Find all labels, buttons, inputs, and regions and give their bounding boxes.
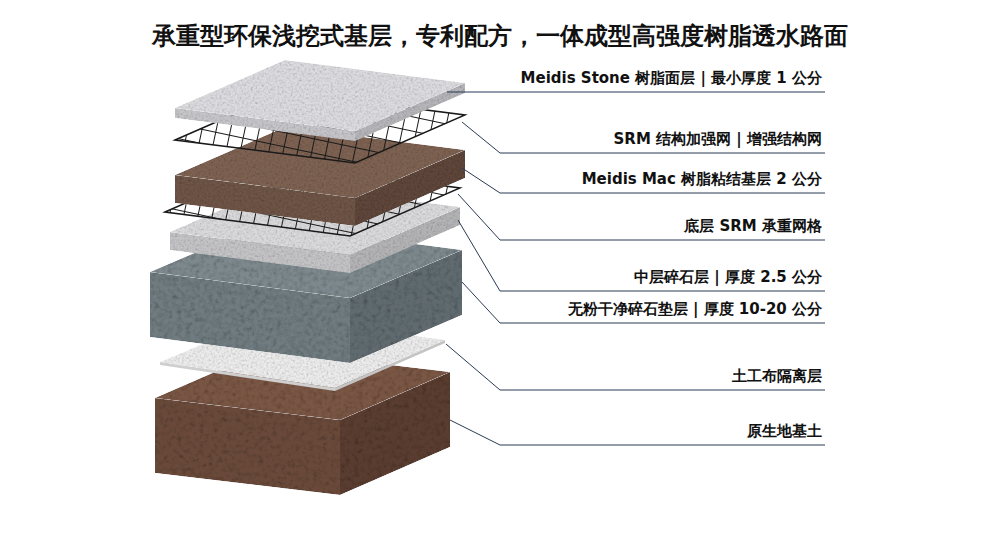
layer-label: 中层碎石层 | 厚度 2.5 公分 [634, 268, 822, 287]
layer-label: 底层 SRM 承重网格 [684, 217, 822, 236]
leader-line [458, 194, 825, 240]
leader-line [447, 92, 825, 93]
layer-label: 土工布隔离层 [732, 367, 822, 386]
diagram-title: 承重型环保浅挖式基层，专利配方，一体成型高强度树脂透水路面 [0, 20, 1000, 52]
leader-line [462, 122, 825, 153]
layer-label: 无粉干净碎石垫层 | 厚度 10-20 公分 [568, 300, 822, 319]
layer-label: Meidis Mac 树脂粘结基层 2 公分 [582, 170, 822, 189]
leader-line [450, 420, 825, 445]
leader-line [462, 168, 825, 193]
resin-surface-layer [175, 60, 465, 141]
layer-label: Meidis Stone 树脂面层 | 最小厚度 1 公分 [521, 69, 822, 88]
layer-label: SRM 结构加强网 | 增强结构网 [614, 130, 822, 149]
leader-lines [446, 92, 825, 445]
leader-line [446, 344, 825, 390]
layer-label: 原生地基土 [747, 422, 822, 441]
leader-line [462, 282, 825, 323]
